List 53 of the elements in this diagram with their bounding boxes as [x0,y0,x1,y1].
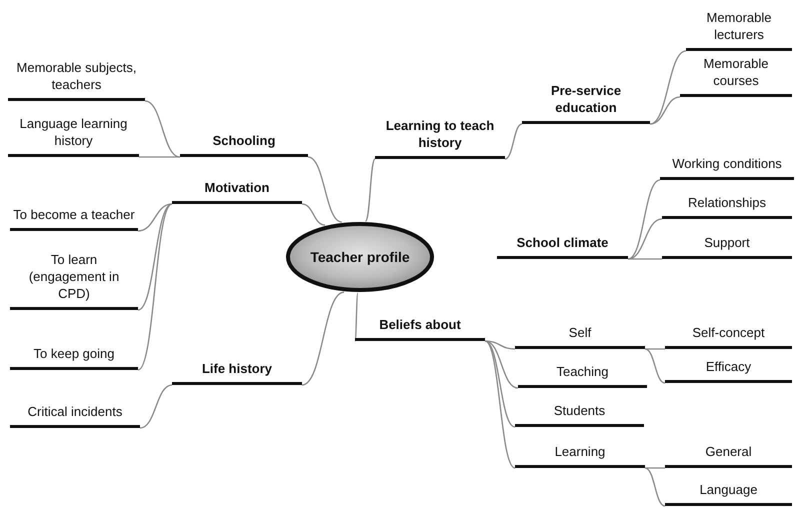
topic-label: Pre-service education [550,82,622,116]
connector-line [140,384,172,429]
topic-label: Language learning history [18,115,128,149]
topic-label: To become a teacher [13,206,135,223]
connector-line [138,203,172,311]
topic-label: Self-concept [692,324,765,341]
topic-label: General [705,443,752,460]
connector-line [628,179,660,260]
topic-label: Learning to teach history [384,117,496,151]
connector-line [628,258,662,260]
central-ellipse [285,222,435,292]
topic-label: Schooling [212,132,276,149]
topic-label: Efficacy [706,358,752,375]
connector-line [650,96,680,125]
topic-label: Students [554,402,606,419]
connector-line [139,156,180,158]
connector-line [144,100,180,158]
connector-line [354,292,358,342]
connector-line [308,156,342,223]
connector-line [484,340,518,389]
connector-line [504,123,522,160]
topic-label: Language [700,481,758,498]
connector-line [302,292,344,386]
connector-line [365,158,376,222]
connector-line [645,467,665,469]
connector-line [484,340,516,469]
topic-label: Memorable subjects, teachers [16,59,138,93]
topic-label: Memorable courses [702,55,770,89]
topic-label: Critical incidents [28,403,122,420]
topic-label: Life history [202,360,272,377]
topic-label: To learn (engagement in CPD) [28,251,120,302]
topic-label: Working conditions [672,155,782,172]
connector-line [644,467,666,507]
topic-label: To keep going [34,345,114,362]
connector-line [138,203,172,232]
connector-line [644,348,666,384]
connector-line [484,340,516,350]
connector-line [628,218,662,260]
topic-label: School climate [516,234,608,251]
topic-label: Teaching [556,363,609,380]
topic-label: Motivation [204,179,270,196]
connector-line [645,348,665,350]
topic-label: Self [568,324,592,341]
connector-line [650,50,686,125]
topic-label: Memorable lecturers [705,9,773,43]
topic-label: Relationships [688,194,766,211]
topic-title: Teacher profile [310,249,410,265]
connector-line [138,204,172,370]
connector-line [302,203,326,226]
connector-line [484,340,516,428]
topic-label: Support [704,234,750,251]
topic-label: Beliefs about [379,316,461,333]
topic-label: Learning [554,443,606,460]
